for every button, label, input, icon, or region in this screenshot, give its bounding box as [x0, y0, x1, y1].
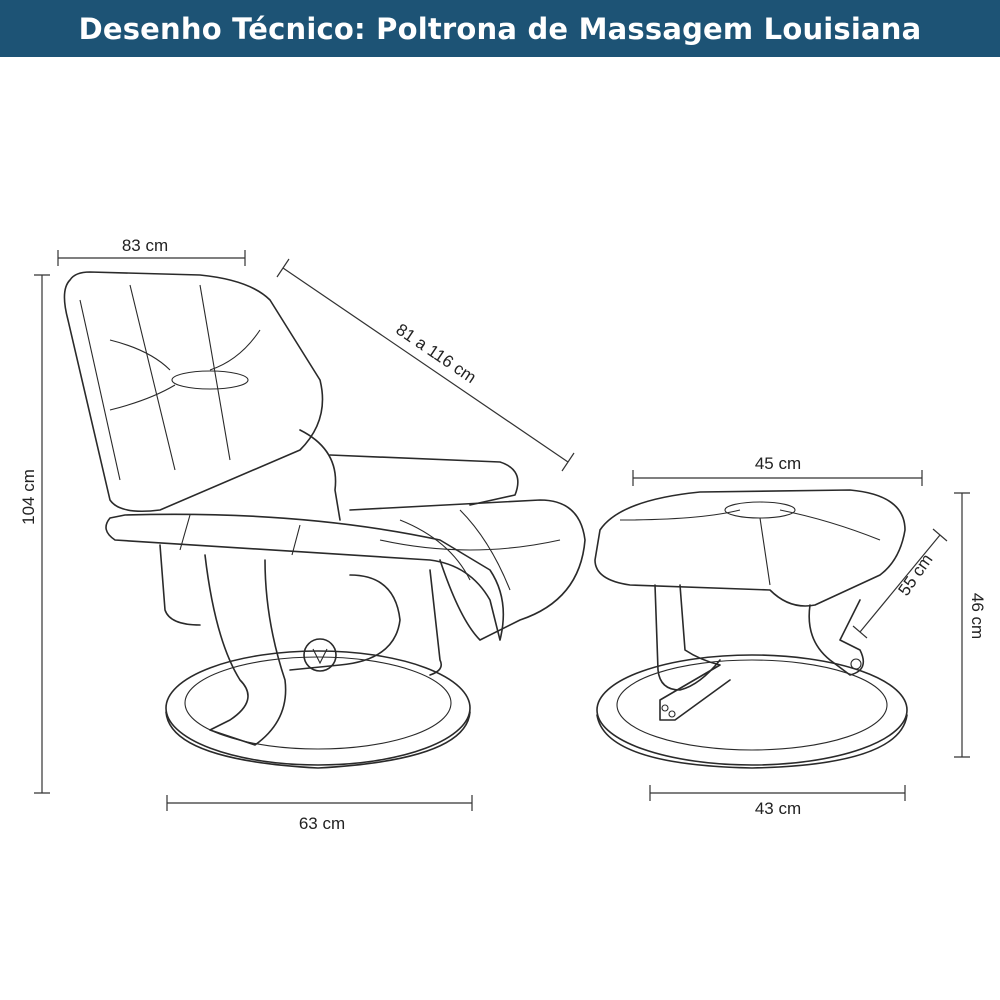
- ottoman-drawing: [594, 489, 908, 769]
- dimension-labels: 83 cm 104 cm 81 a 116 cm 63 cm 45 cm 46 …: [19, 236, 987, 833]
- label-chair-height: 104 cm: [19, 469, 38, 525]
- label-chair-depth: 81 a 116 cm: [393, 320, 480, 387]
- label-ottoman-depth: 55 cm: [894, 550, 936, 599]
- armchair-drawing: [63, 271, 586, 769]
- page-title: Desenho Técnico: Poltrona de Massagem Lo…: [78, 11, 922, 46]
- label-chair-width: 83 cm: [122, 236, 168, 255]
- title-bar: Desenho Técnico: Poltrona de Massagem Lo…: [0, 0, 1000, 57]
- label-chair-base: 63 cm: [299, 814, 345, 833]
- label-ottoman-base: 43 cm: [755, 799, 801, 818]
- dimension-lines: [34, 250, 970, 811]
- label-ottoman-width: 45 cm: [755, 454, 801, 473]
- label-ottoman-height: 46 cm: [968, 593, 987, 639]
